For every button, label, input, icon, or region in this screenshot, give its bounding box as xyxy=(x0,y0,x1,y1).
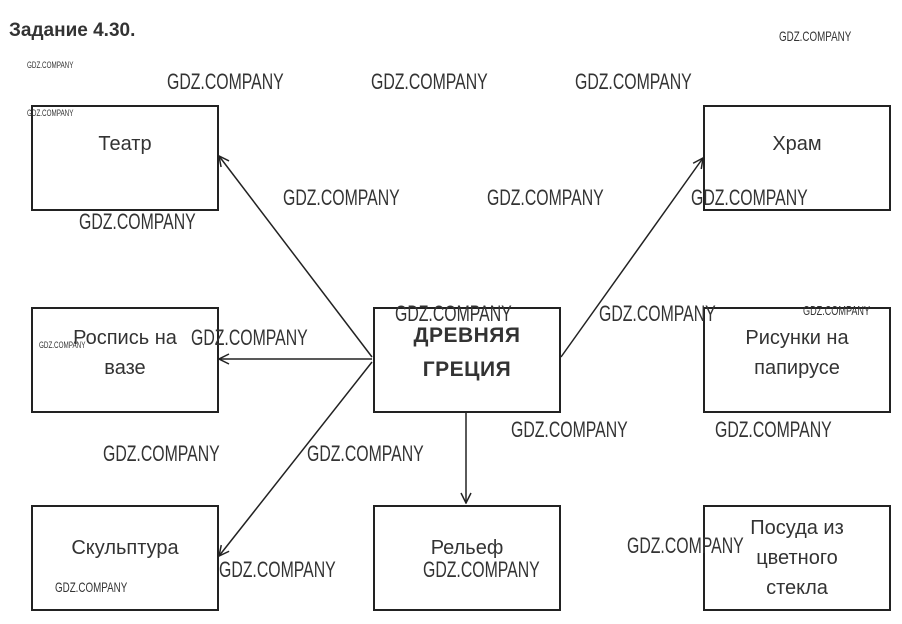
node-label: ДРЕВНЯЯ ГРЕЦИЯ xyxy=(413,324,521,381)
node-ancient-greece: ДРЕВНЯЯ ГРЕЦИЯ xyxy=(373,307,561,413)
node-label: Скульптура xyxy=(71,537,179,559)
node-label: Рельеф xyxy=(430,537,504,559)
node-vase-painting: Роспись на вазе xyxy=(31,307,219,413)
watermark: GDZ.COMPANY xyxy=(715,417,832,442)
node-relief: Рельеф xyxy=(373,505,561,611)
watermark: GDZ.COMPANY xyxy=(691,185,808,210)
node-temple: Храм xyxy=(703,105,891,211)
arrow-to-theatre xyxy=(219,156,373,358)
node-sculpture: Скульптура xyxy=(31,505,219,611)
task-title: Задание 4.30. xyxy=(9,20,136,41)
node-label: Рисунки на папирусе xyxy=(745,327,849,379)
node-label: Роспись на вазе xyxy=(73,327,177,379)
watermark: GDZ.COMPANY xyxy=(575,69,692,94)
watermark: GDZ.COMPANY xyxy=(803,303,871,318)
watermark: GDZ.COMPANY xyxy=(79,209,196,234)
watermark: GDZ.COMPANY xyxy=(511,417,628,442)
watermark: GDZ.COMPANY xyxy=(103,441,220,466)
watermark: GDZ.COMPANY xyxy=(487,185,604,210)
watermark: GDZ.COMPANY xyxy=(423,557,540,582)
node-label: Храм xyxy=(772,133,822,155)
watermark: GDZ.COMPANY xyxy=(627,533,744,558)
watermark: GDZ.COMPANY xyxy=(283,185,400,210)
node-label: Театр xyxy=(98,133,152,155)
node-label: Посуда из цветного стекла xyxy=(750,517,844,599)
arrow-to-sculpture xyxy=(219,361,373,556)
watermark: GDZ.COMPANY xyxy=(395,301,512,326)
watermark: GDZ.COMPANY xyxy=(219,557,336,582)
node-theatre: Театр xyxy=(31,105,219,211)
watermark: GDZ.COMPANY xyxy=(27,108,74,118)
watermark: GDZ.COMPANY xyxy=(599,301,716,326)
watermark: GDZ.COMPANY xyxy=(167,69,284,94)
arrow-to-temple xyxy=(560,158,703,358)
watermark: GDZ.COMPANY xyxy=(27,60,74,70)
watermark: GDZ.COMPANY xyxy=(39,340,86,350)
watermark: GDZ.COMPANY xyxy=(191,325,308,350)
watermark: GDZ.COMPANY xyxy=(55,579,128,595)
node-papyrus-drawings: Рисунки на папирусе xyxy=(703,307,891,413)
watermark: GDZ.COMPANY xyxy=(371,69,488,94)
watermark: GDZ.COMPANY xyxy=(307,441,424,466)
watermark: GDZ.COMPANY xyxy=(779,28,852,44)
node-colored-glass: Посуда из цветного стекла xyxy=(703,505,891,611)
